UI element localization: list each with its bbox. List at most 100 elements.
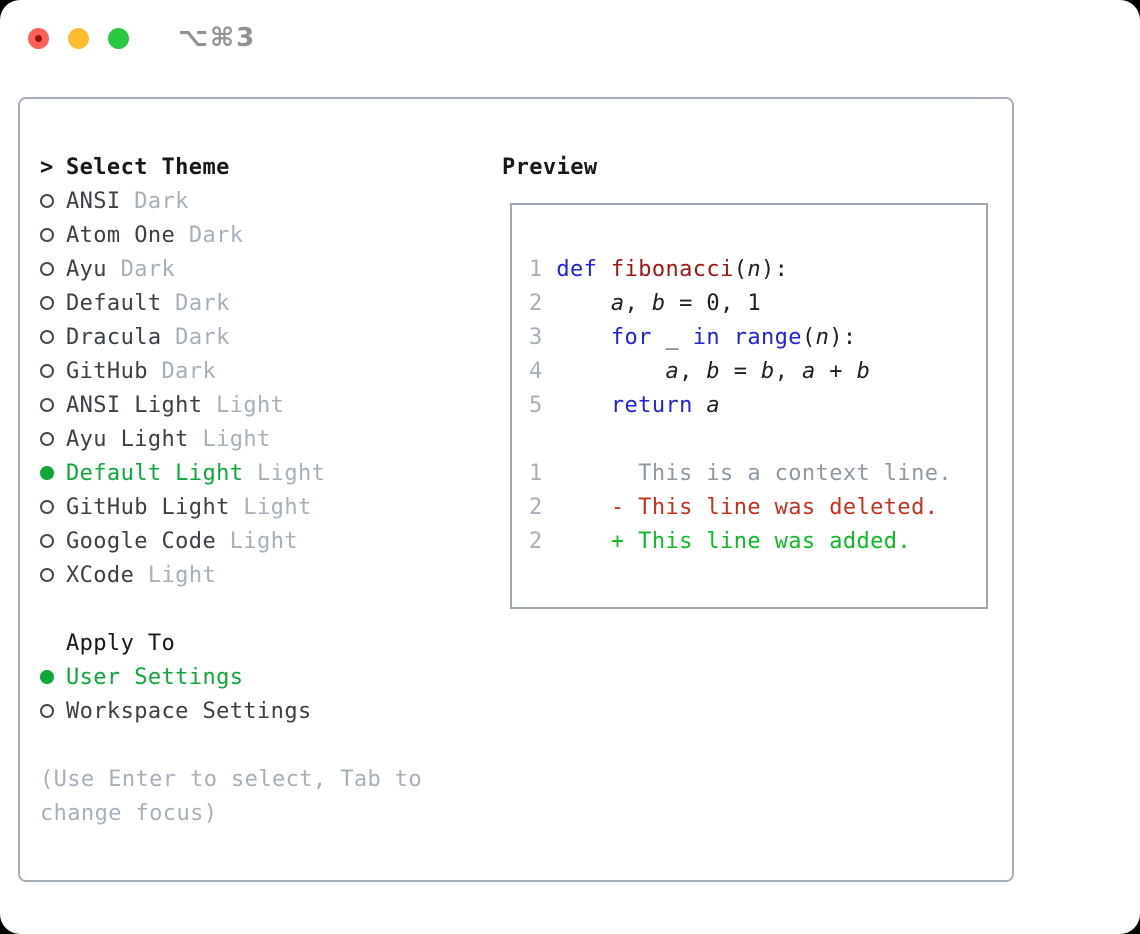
line-number: 2 bbox=[529, 529, 543, 554]
close-button[interactable] bbox=[28, 27, 49, 49]
theme-option-ansi[interactable]: ANSI Dark bbox=[40, 184, 422, 218]
theme-variant-label: Dark bbox=[147, 358, 217, 384]
radio-unselected-icon bbox=[40, 432, 54, 446]
code-token-pl bbox=[543, 325, 611, 350]
hint-text-line-1: (Use Enter to select, Tab to bbox=[40, 766, 423, 792]
radio-cell bbox=[40, 296, 66, 310]
code-token-pl bbox=[543, 359, 666, 384]
code-token-pl: , bbox=[774, 359, 802, 384]
theme-option-default[interactable]: Default Dark bbox=[40, 286, 422, 320]
theme-variant-label: Dark bbox=[161, 324, 230, 350]
theme-option-google-code[interactable]: Google Code Light bbox=[40, 524, 422, 558]
theme-option-xcode[interactable]: XCode Light bbox=[40, 558, 422, 592]
theme-variant-label: Dark bbox=[106, 256, 176, 282]
radio-unselected-icon bbox=[40, 704, 54, 718]
theme-name: GitHub bbox=[66, 358, 148, 384]
code-token-pl bbox=[543, 291, 611, 316]
preview-header-row: Preview bbox=[502, 150, 598, 184]
theme-name: Atom One bbox=[66, 222, 176, 248]
theme-option-ayu[interactable]: Ayu Dark bbox=[40, 252, 422, 286]
theme-option-dracula[interactable]: Dracula Dark bbox=[40, 320, 422, 354]
spacer bbox=[40, 592, 422, 626]
radio-cell bbox=[40, 432, 66, 446]
code-token-pl bbox=[543, 393, 611, 418]
theme-option-atom-one[interactable]: Atom One Dark bbox=[40, 218, 422, 252]
code-token-pl bbox=[693, 393, 707, 418]
apply-to-header-row: Apply To bbox=[40, 626, 422, 660]
theme-name: Default bbox=[66, 290, 162, 316]
apply-option-user-settings[interactable]: User Settings bbox=[40, 660, 422, 694]
line-number: 3 bbox=[529, 325, 543, 350]
radio-cell bbox=[40, 398, 66, 412]
apply-option-workspace-settings[interactable]: Workspace Settings bbox=[40, 694, 422, 728]
preview-line: 1 This is a context line. bbox=[529, 457, 976, 491]
theme-option-github-light[interactable]: GitHub Light Light bbox=[40, 490, 422, 524]
theme-option-default-light[interactable]: Default Light Light bbox=[40, 456, 422, 490]
line-number: 1 bbox=[529, 461, 543, 486]
line-number: 4 bbox=[529, 359, 543, 384]
code-token-pl bbox=[720, 325, 734, 350]
code-token-var: b bbox=[651, 291, 666, 316]
preview-blank-line bbox=[529, 423, 976, 457]
window-shortcut-label: ⌥⌘3 bbox=[178, 23, 257, 53]
spacer bbox=[40, 728, 422, 762]
radio-cell bbox=[40, 466, 66, 480]
code-token-pl: ( bbox=[801, 325, 816, 350]
hint-text-line-2: change focus) bbox=[40, 800, 218, 826]
code-token-var: b bbox=[856, 359, 871, 384]
code-token-var: a bbox=[801, 359, 816, 384]
apply-to-title: Apply To bbox=[66, 630, 176, 656]
theme-name: GitHub Light bbox=[66, 494, 230, 520]
theme-name: Default Light bbox=[66, 460, 244, 486]
radio-cell bbox=[40, 364, 66, 378]
radio-unselected-icon bbox=[40, 194, 54, 208]
theme-variant-label: Dark bbox=[161, 290, 230, 316]
code-token-pl bbox=[543, 257, 557, 282]
theme-variant-label: Light bbox=[188, 426, 271, 452]
theme-name: Dracula bbox=[66, 324, 162, 350]
theme-option-ansi-light[interactable]: ANSI Light Light bbox=[40, 388, 422, 422]
line-number: 2 bbox=[529, 291, 543, 316]
apply-option-label: User Settings bbox=[66, 664, 244, 690]
code-token-kw: for bbox=[610, 325, 652, 350]
code-token-pl: = 0, 1 bbox=[665, 291, 762, 316]
code-token-fn: fibonacci bbox=[610, 257, 734, 282]
radio-cell bbox=[40, 194, 66, 208]
minimize-button[interactable] bbox=[68, 27, 89, 49]
theme-variant-label: Dark bbox=[175, 222, 244, 248]
theme-option-github[interactable]: GitHub Dark bbox=[40, 354, 422, 388]
maximize-button[interactable] bbox=[108, 27, 129, 49]
code-token-var: n bbox=[815, 325, 830, 350]
radio-cell bbox=[40, 500, 66, 514]
radio-cell bbox=[40, 330, 66, 344]
code-token-pl: _ bbox=[651, 325, 693, 350]
radio-cell bbox=[40, 704, 66, 718]
code-token-ctx: This is a context line. bbox=[542, 461, 953, 486]
code-token-var: a bbox=[610, 291, 625, 316]
code-token-kw: return bbox=[610, 393, 693, 418]
theme-option-ayu-light[interactable]: Ayu Light Light bbox=[40, 422, 422, 456]
theme-name: Ayu Light bbox=[66, 426, 189, 452]
code-token-var: a bbox=[706, 393, 721, 418]
theme-variant-label: Dark bbox=[120, 188, 189, 214]
line-number: 2 bbox=[529, 495, 543, 520]
code-token-del: - This line was deleted. bbox=[542, 495, 939, 520]
code-token-var: n bbox=[747, 257, 762, 282]
radio-selected-icon bbox=[40, 466, 54, 480]
code-token-pl: , bbox=[624, 291, 652, 316]
radio-unselected-icon bbox=[40, 262, 54, 276]
select-theme-title: Select Theme bbox=[66, 154, 230, 180]
radio-cell bbox=[40, 568, 66, 582]
code-token-pl: ( bbox=[733, 257, 748, 282]
line-number: 1 bbox=[529, 257, 543, 282]
prompt-caret-icon: > bbox=[40, 154, 54, 180]
radio-unselected-icon bbox=[40, 330, 54, 344]
radio-unselected-icon bbox=[40, 568, 54, 582]
code-token-var: a bbox=[665, 359, 680, 384]
